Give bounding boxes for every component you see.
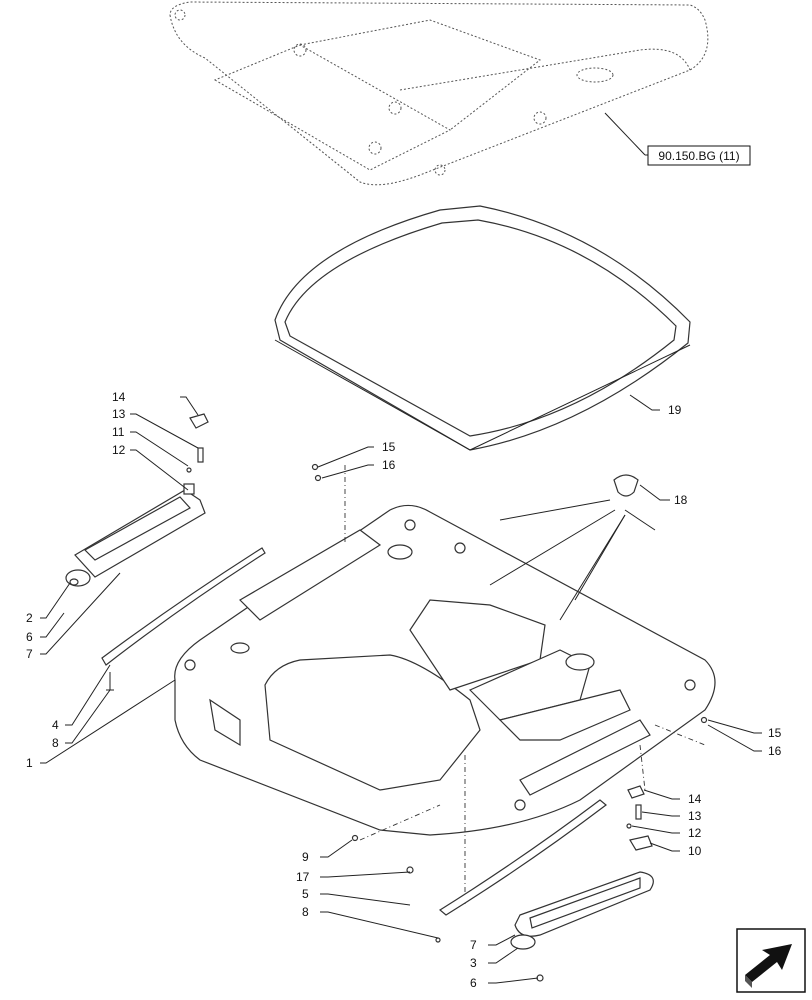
part-1-roof-frame	[174, 465, 716, 905]
callout-6[interactable]: 6	[470, 976, 477, 990]
callout-numbers: 19 18 15 16 15 16 14 13 11 12 2 6 7 4 8 …	[26, 390, 782, 990]
reference-callout[interactable]: 90.150.BG (11)	[604, 112, 751, 166]
callout-5[interactable]: 5	[302, 887, 309, 901]
fasteners	[311, 463, 708, 982]
callout-14[interactable]: 14	[112, 390, 126, 404]
callout-2[interactable]: 2	[26, 611, 33, 625]
right-air-duct	[510, 871, 654, 950]
right-pin-assembly	[626, 785, 653, 851]
callout-1[interactable]: 1	[26, 756, 33, 770]
part-18-plug	[613, 474, 639, 497]
callout-16[interactable]: 16	[382, 458, 396, 472]
left-pin-assembly	[186, 413, 209, 473]
callout-8[interactable]: 8	[52, 736, 59, 750]
callout-13[interactable]: 13	[112, 407, 126, 421]
callout-11[interactable]: 11	[112, 425, 125, 439]
callout-14[interactable]: 14	[688, 792, 702, 806]
callout-16[interactable]: 16	[768, 744, 782, 758]
callout-12[interactable]: 12	[688, 826, 702, 840]
callout-4[interactable]: 4	[52, 718, 59, 732]
callout-18[interactable]: 18	[674, 493, 688, 507]
callout-13[interactable]: 13	[688, 809, 702, 823]
callout-7[interactable]: 7	[26, 647, 33, 661]
callout-19[interactable]: 19	[668, 403, 682, 417]
callout-6[interactable]: 6	[26, 630, 33, 644]
callout-8[interactable]: 8	[302, 905, 309, 919]
roof-reference-ghost	[169, 1, 709, 186]
callout-3[interactable]: 3	[470, 956, 477, 970]
leader-lines	[40, 394, 762, 984]
arrow-nav-icon[interactable]	[736, 928, 806, 993]
callout-15[interactable]: 15	[382, 440, 396, 454]
callout-10[interactable]: 10	[688, 844, 702, 858]
callout-12[interactable]: 12	[112, 443, 126, 457]
callout-15[interactable]: 15	[768, 726, 782, 740]
callout-7[interactable]: 7	[470, 938, 477, 952]
part-19-seal	[274, 205, 691, 451]
callout-9[interactable]: 9	[302, 850, 309, 864]
reference-label: 90.150.BG (11)	[658, 149, 739, 163]
right-trim-strip	[438, 799, 607, 916]
left-air-duct	[65, 483, 206, 587]
callout-17[interactable]: 17	[296, 870, 310, 884]
